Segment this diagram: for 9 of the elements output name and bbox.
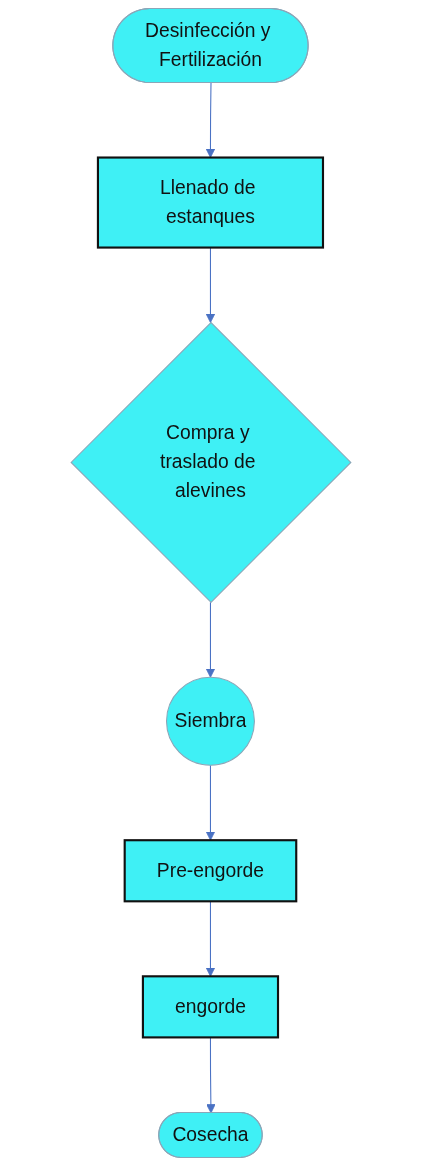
- node-box: Llenado de estanques: [96, 156, 325, 249]
- node-circle: Siembra: [165, 676, 255, 766]
- arrow: [205, 82, 216, 158]
- node-diamond: Compra y traslado de alevines: [70, 321, 352, 604]
- arrow: [205, 247, 216, 323]
- node-box: Pre-engorde: [123, 839, 298, 903]
- arrow: [205, 764, 216, 841]
- node-box: engorde: [141, 975, 280, 1039]
- arrow: [205, 601, 216, 678]
